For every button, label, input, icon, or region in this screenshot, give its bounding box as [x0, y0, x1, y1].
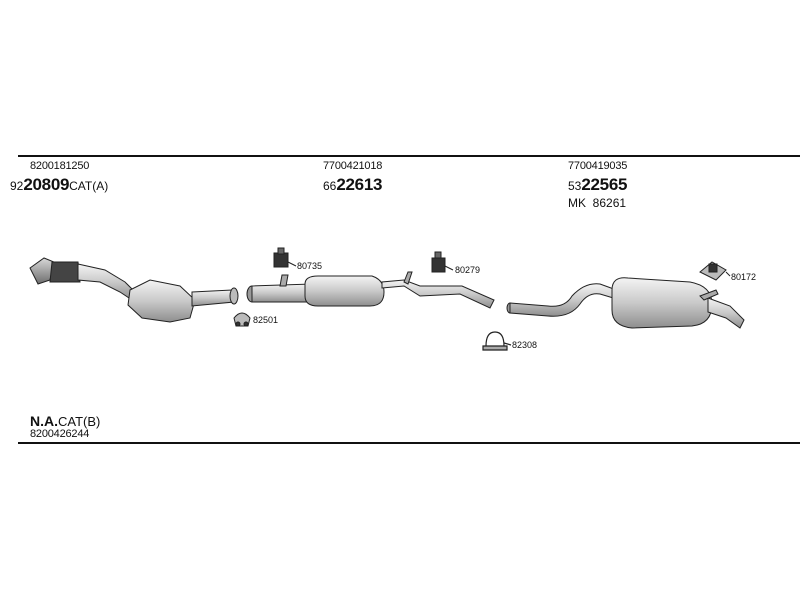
group1-part-number: 8200181250 — [30, 160, 90, 172]
part-82501-label: 82501 — [253, 315, 279, 325]
group2-code: 6622613 — [323, 175, 382, 195]
rear-pipe — [509, 283, 623, 317]
group3-prefix: 53 — [568, 179, 582, 193]
group1-code: 9220809CAT(A) — [10, 175, 108, 195]
clamp-82501 — [233, 312, 251, 327]
middle-silencer-body — [304, 275, 385, 307]
rubber-mount-80279 — [431, 251, 454, 273]
intermediate-inlet-pipe — [251, 283, 313, 303]
group1-main-code: 20809 — [23, 175, 70, 194]
top-divider — [18, 155, 800, 157]
tail-pipe — [707, 297, 745, 329]
group3-main-code: 22565 — [581, 175, 628, 194]
group2-prefix: 66 — [323, 179, 337, 193]
group2-part-number: 7700421018 — [323, 160, 383, 172]
catalytic-converter-assembly — [29, 257, 239, 323]
footer-na-bold: N.A. — [30, 413, 58, 429]
part-82308-label: 82308 — [512, 340, 538, 350]
middle-pipe-hanger — [403, 271, 413, 285]
footer-part-number: 8200426244 — [30, 428, 90, 440]
group3-part-number: 7700419035 — [568, 160, 628, 172]
group1-prefix: 92 — [10, 179, 24, 193]
middle-silencer-outlet — [381, 279, 495, 309]
group2-main-code: 22613 — [336, 175, 383, 194]
footer-na-cat: N.A.CAT(B) — [30, 413, 100, 429]
group3-kit-number: MK 86261 — [568, 196, 627, 210]
group1-suffix: CAT(A) — [69, 179, 109, 193]
footer-na-suffix: CAT(B) — [58, 414, 101, 429]
rear-silencer-hanger — [699, 289, 719, 301]
group3-code: 5322565 — [568, 175, 627, 195]
rear-silencer-assembly — [506, 277, 745, 329]
rubber-mount-80172 — [699, 261, 731, 281]
part-80735-label: 80735 — [297, 261, 323, 271]
bottom-divider — [18, 442, 800, 444]
part-80279-label: 80279 — [455, 265, 481, 275]
rear-silencer-body — [611, 277, 713, 329]
converter-outlet-flange — [229, 287, 239, 305]
hanger-bracket-pipe — [279, 274, 289, 287]
middle-silencer-assembly — [246, 271, 495, 309]
front-pipe — [77, 263, 136, 301]
converter-body — [127, 279, 196, 323]
flex-joint — [49, 261, 81, 283]
rubber-mount-80735 — [273, 247, 297, 268]
part-80172-label: 80172 — [731, 272, 757, 282]
converter-outlet-pipe — [191, 289, 235, 307]
clamp-82308 — [482, 331, 512, 351]
